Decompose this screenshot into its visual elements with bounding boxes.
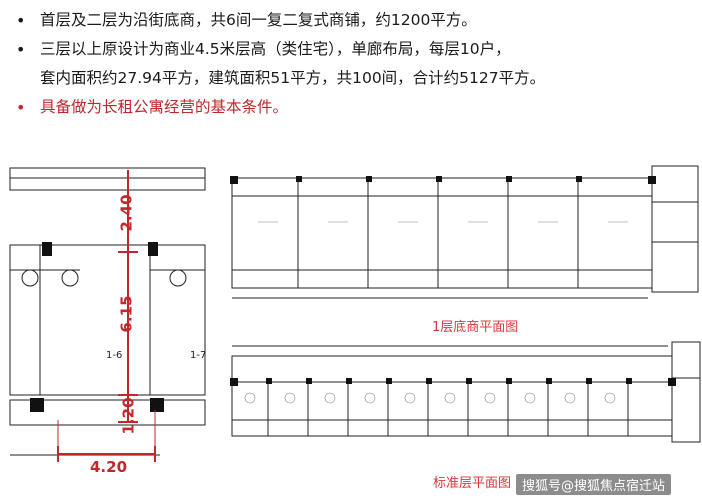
- dimension-bottom: 1.20: [119, 397, 138, 435]
- bullet-item: • 首层及二层为沿街底商，共6间一复二复式商铺，约1200平方。: [14, 6, 694, 35]
- bullet-text: 套内面积约27.94平方，建筑面积51平方，共100间，合计约5127平方。: [40, 69, 546, 87]
- stair-core: [651, 165, 699, 293]
- room-label-right: 1-7: [190, 350, 206, 361]
- corridor: [9, 399, 206, 426]
- standard-floor-plan-drawing: [228, 338, 702, 456]
- section-plan-svg: 1-6 1-7: [9, 167, 206, 462]
- standard-floor-plan-svg: [230, 341, 701, 443]
- first-floor-plan-drawing: [228, 162, 702, 312]
- bullet-list: • 首层及二层为沿街底商，共6间一复二复式商铺，约1200平方。 • 三层以上原…: [14, 6, 694, 122]
- dimension-middle: 6.15: [117, 295, 136, 333]
- first-floor-plan-caption: 1层底商平面图: [432, 320, 519, 335]
- outer-wall: [231, 355, 673, 437]
- bullet-text: 具备做为长租公寓经营的基本条件。: [40, 98, 289, 116]
- top-wall: [9, 167, 206, 191]
- source-watermark: 搜狐号@搜狐焦点宿迁站: [516, 474, 672, 495]
- bullet-dot: •: [16, 11, 26, 30]
- section-plan-drawing: 1-6 1-7 2.40 6.15 1.20 4.20: [0, 160, 215, 478]
- dimension-top: 2.40: [117, 194, 136, 232]
- outer-wall: [231, 177, 653, 289]
- elevator-core: [671, 341, 701, 443]
- dimension-width: 4.20: [90, 458, 128, 476]
- standard-floor-plan-caption: 标准层平面图: [433, 476, 512, 491]
- bullet-text: 首层及二层为沿街底商，共6间一复二复式商铺，约1200平方。: [40, 11, 477, 29]
- unit-walls: [9, 244, 206, 396]
- bullet-item: • 三层以上原设计为商业4.5米层高（类住宅），单廊布局，每层10户，: [14, 35, 694, 64]
- bullet-continuation: 套内面积约27.94平方，建筑面积51平方，共100间，合计约5127平方。: [14, 64, 694, 93]
- first-floor-plan-svg: [230, 165, 699, 299]
- bullet-text: 三层以上原设计为商业4.5米层高（类住宅），单廊布局，每层10户，: [40, 40, 511, 58]
- bullet-dot: •: [16, 40, 26, 59]
- room-label-left: 1-6: [106, 350, 122, 361]
- bullet-item-highlight: • 具备做为长租公寓经营的基本条件。: [14, 93, 694, 122]
- bullet-dot: •: [16, 98, 26, 117]
